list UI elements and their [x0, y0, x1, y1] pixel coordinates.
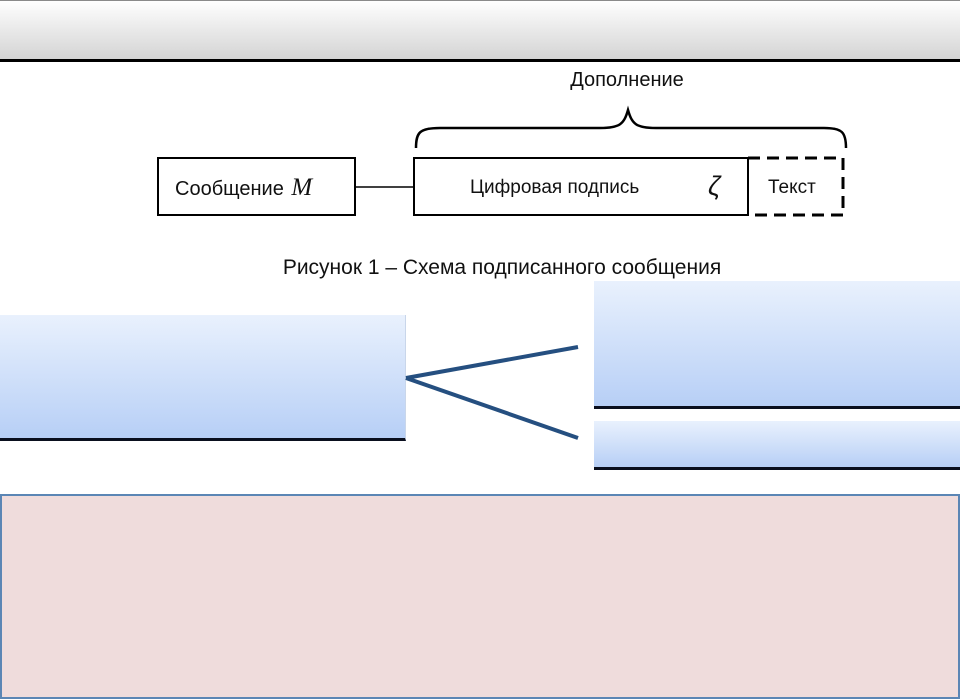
blue-box-top-right [594, 281, 960, 409]
title-bar [0, 0, 960, 62]
signature-label: Цифровая подпись [470, 177, 639, 198]
signed-message-diagram: Дополнение Сообщение M Цифровая подпись … [157, 69, 848, 279]
blue-box-left [0, 315, 406, 441]
addition-brace [414, 105, 848, 149]
message-symbol: M [290, 174, 313, 201]
pink-content-box [0, 494, 960, 699]
message-box [157, 157, 356, 216]
branch-line-lower [405, 376, 579, 440]
message-label-text: Сообщение [175, 178, 284, 200]
figure-caption: Рисунок 1 – Схема подписанного сообщения [283, 256, 721, 279]
signature-box [413, 157, 749, 216]
signature-symbol: ζ [708, 171, 722, 201]
branch-line-upper [405, 345, 579, 380]
blue-box-bottom-right [594, 421, 960, 470]
addition-label: Дополнение [570, 69, 684, 91]
text-box-dashed [748, 156, 845, 217]
message-label: Сообщение M [175, 174, 313, 201]
text-label: Текст [768, 177, 816, 198]
